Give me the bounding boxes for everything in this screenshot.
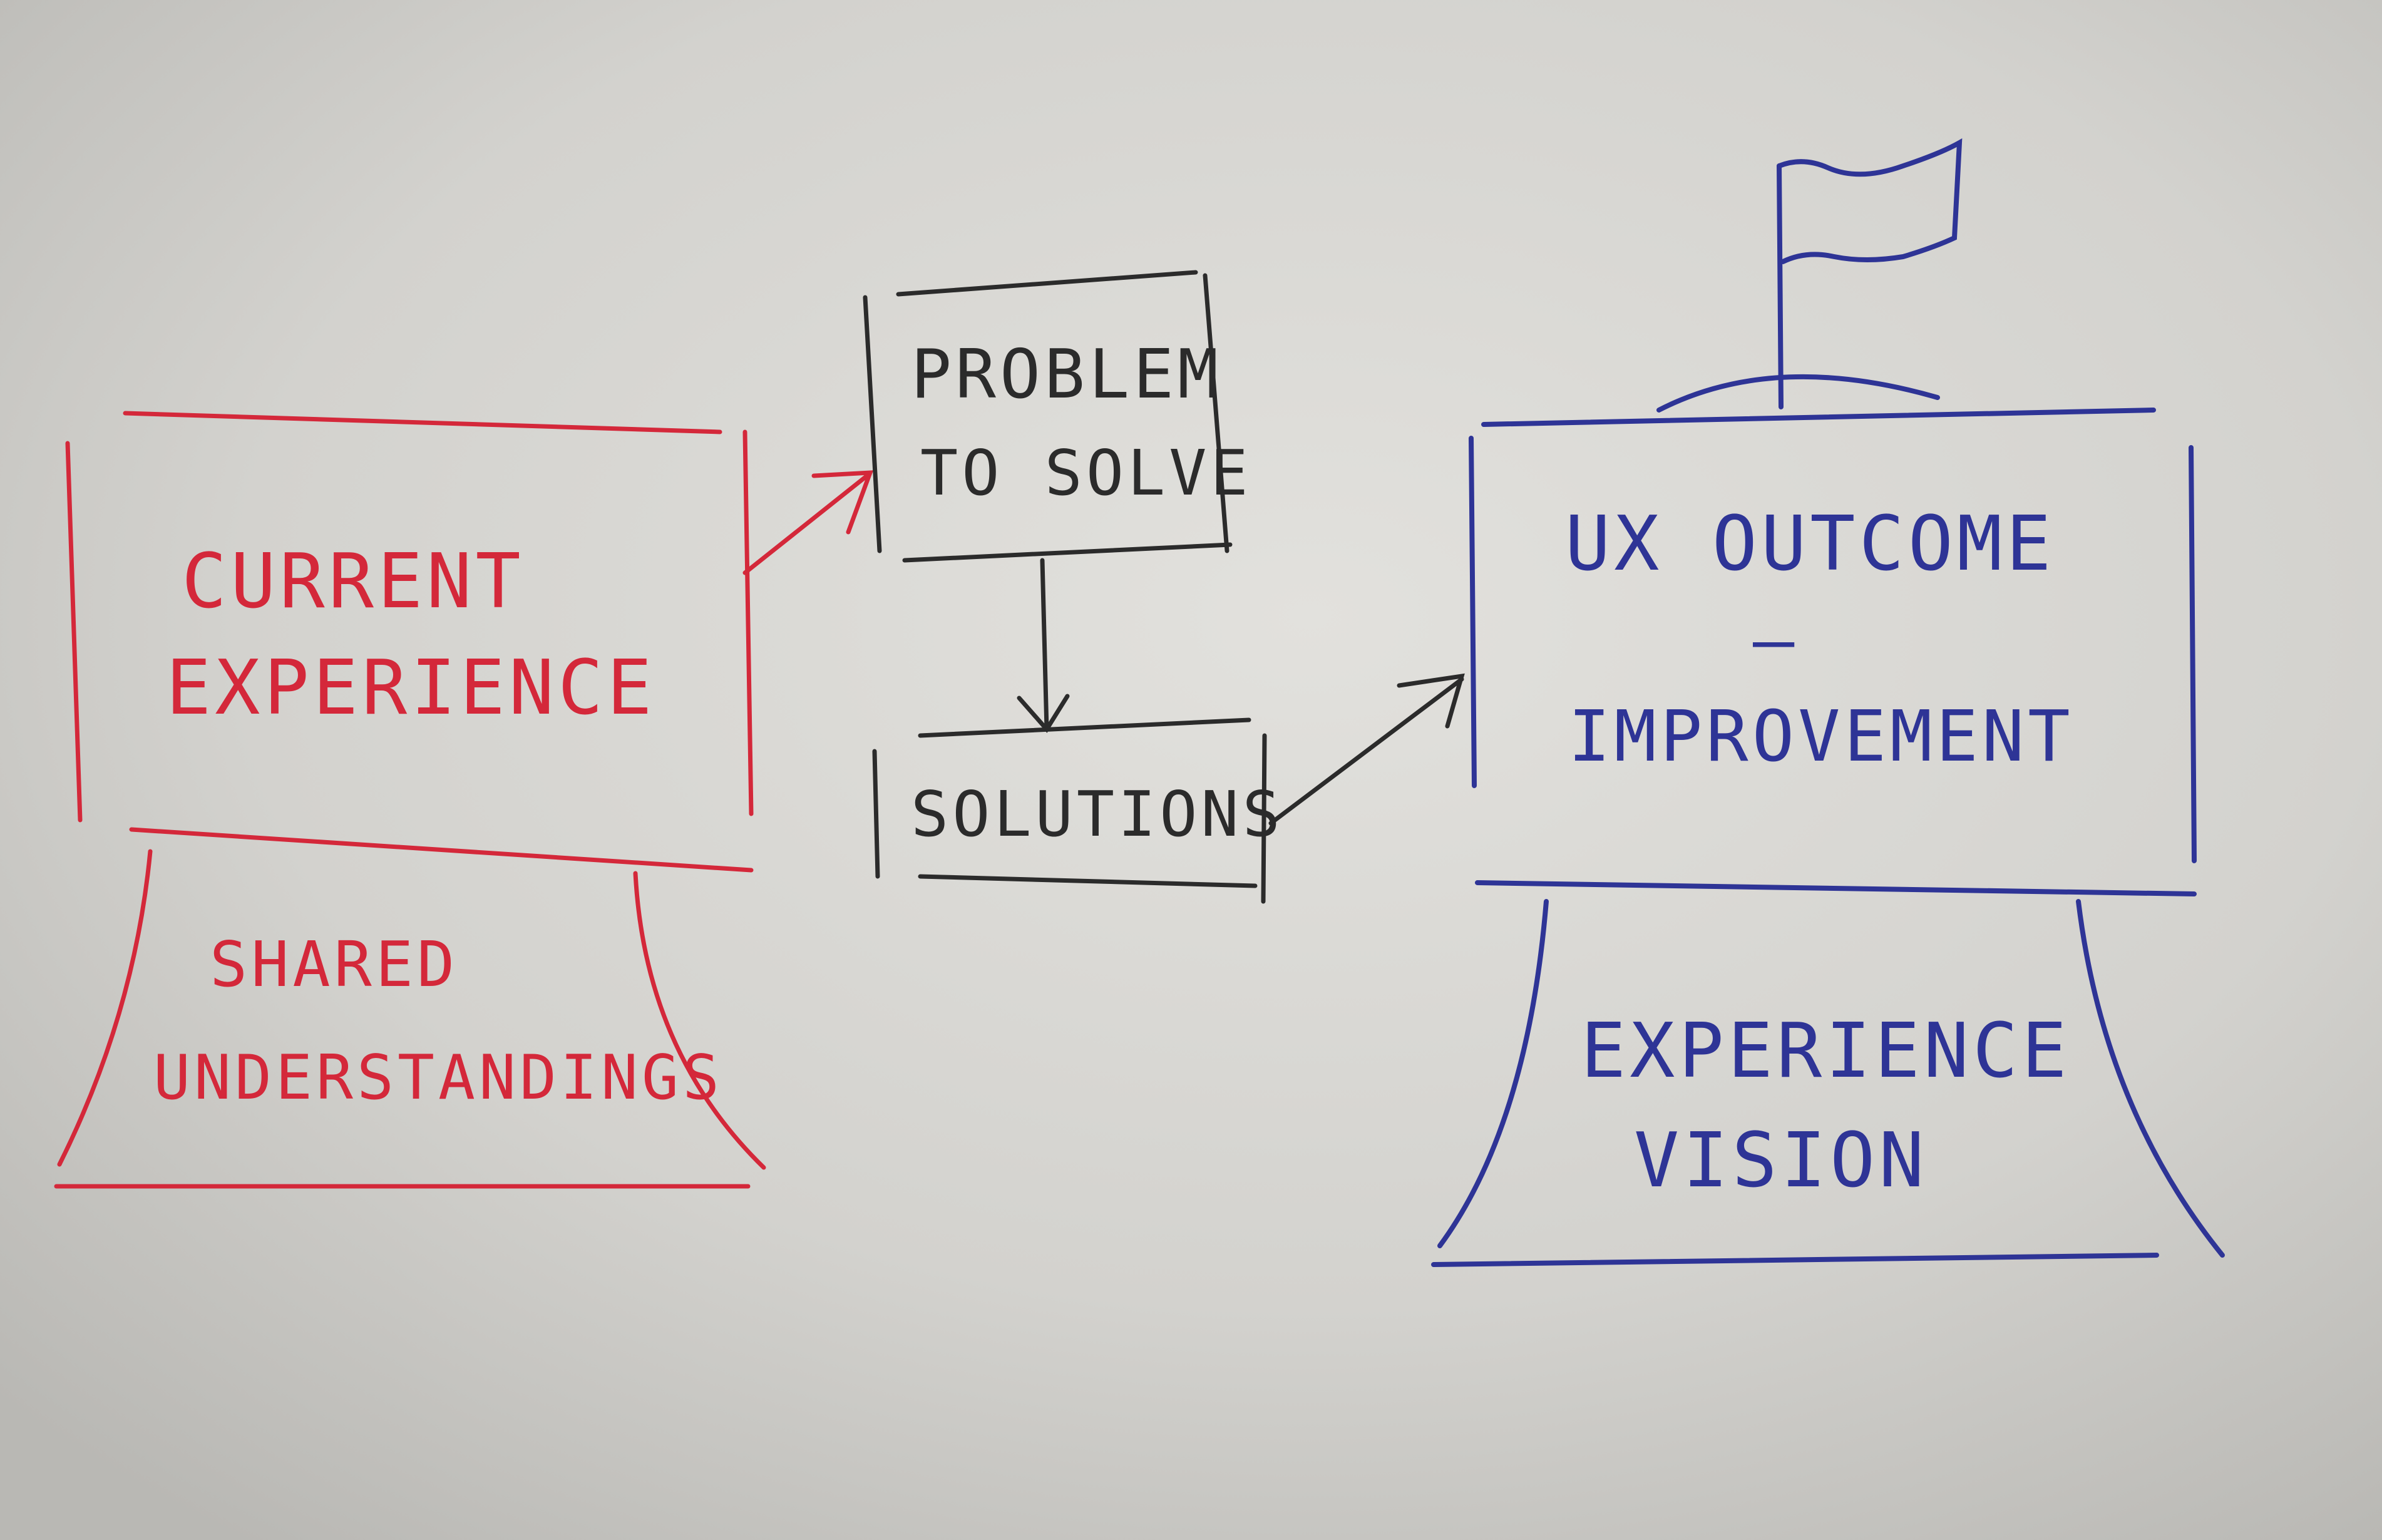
problem-to-solve-box (863, 270, 1233, 563)
experience-vision-base (1431, 899, 2225, 1267)
current-experience-label-2: EXPERIENCE (166, 645, 655, 732)
current-experience-box (65, 411, 754, 873)
solutions-label: SOLUTIONS (911, 778, 1284, 851)
ux-outcome-label-1: UX OUTCOME (1565, 501, 2055, 588)
problem-label-2: TO SOLVE (920, 436, 1252, 510)
flag-icon (1656, 138, 1963, 413)
arrow-to-problem (742, 470, 874, 575)
solutions-box (872, 717, 1267, 904)
problem-solutions-group (863, 270, 1465, 904)
ux-outcome-box (1469, 408, 2197, 896)
current-experience-label-1: CURRENT (182, 538, 525, 625)
ux-outcome-label-3: IMPROVEMENT (1568, 696, 2074, 778)
experience-vision-label-1: EXPERIENCE (1581, 1008, 2070, 1095)
problem-label-1: PROBLEM (911, 336, 1222, 414)
shared-understandings-label-1: SHARED (210, 928, 458, 1001)
arrow-to-ux-outcome (1268, 673, 1465, 826)
shared-understandings-label-2: UNDERSTANDINGS (153, 1042, 723, 1114)
current-experience-group (54, 411, 874, 1189)
experience-vision-label-2: VISION (1634, 1117, 1928, 1204)
shared-understandings-base (54, 849, 766, 1189)
ux-outcome-dash: – (1753, 600, 1798, 680)
ux-outcome-group (1431, 138, 2225, 1267)
